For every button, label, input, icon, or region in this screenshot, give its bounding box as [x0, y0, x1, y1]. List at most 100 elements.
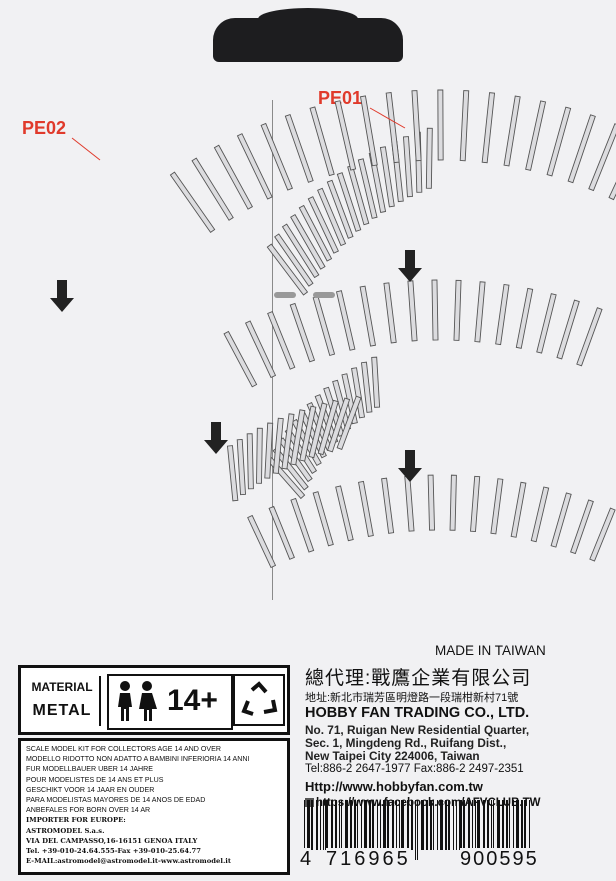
- barcode-bar: [430, 800, 432, 850]
- barcode-bar: [475, 800, 476, 850]
- clip-marks: [274, 292, 335, 298]
- track-link: [379, 146, 395, 208]
- barcode-bar: [529, 800, 530, 860]
- barcode-bars: [304, 800, 530, 860]
- track-link: [236, 438, 246, 496]
- track-link: [312, 295, 336, 357]
- barcode-digits: 900595: [460, 848, 539, 871]
- track-link: [490, 478, 504, 535]
- track-link: [268, 505, 295, 560]
- track-link: [244, 320, 277, 379]
- track-link: [437, 89, 444, 161]
- hanger-tab: [213, 8, 403, 62]
- track-link: [266, 243, 309, 296]
- track-link: [359, 285, 376, 347]
- barcode-bar: [521, 800, 523, 850]
- address-line: Sec. 1, Mingdeng Rd., Ruifang Dist.,: [305, 736, 507, 750]
- website-link[interactable]: Http://www.hobbyfan.com.tw: [305, 779, 483, 794]
- barcode-bar: [426, 800, 428, 850]
- warning-line: POUR MODELISTES DE 14 ANS ET PLUS: [26, 775, 164, 784]
- arrow-icons: [50, 250, 422, 482]
- barcode-bar: [411, 800, 413, 850]
- track-link: [317, 187, 347, 247]
- age-label: 14+: [167, 684, 218, 717]
- track-link: [226, 445, 239, 502]
- barcode-bar: [372, 800, 374, 850]
- barcode-bar: [472, 800, 473, 850]
- track-link: [481, 92, 496, 164]
- track-link: [327, 397, 351, 453]
- barcode-bar: [459, 800, 462, 850]
- importer-address: VIA DEL CAMPASSO,16-16151 GENOA ITALY: [26, 836, 198, 845]
- barcode-bar: [354, 800, 356, 850]
- children-icon: [118, 681, 157, 721]
- track-link: [309, 106, 335, 177]
- barcode-bar: [509, 800, 510, 850]
- down-arrow-icon: [398, 250, 422, 282]
- barcode-bar: [448, 800, 450, 850]
- track-link: [576, 307, 603, 367]
- barcode-bar: [407, 800, 409, 850]
- barcode-bar: [477, 800, 480, 850]
- track-link: [223, 330, 258, 388]
- track-link: [503, 95, 521, 167]
- track-link: [431, 279, 439, 341]
- track-link: [256, 427, 263, 484]
- track-link: [169, 171, 216, 233]
- track-link: [359, 95, 378, 167]
- barcode-bar: [463, 800, 465, 850]
- barcode-bar: [506, 800, 508, 850]
- importer-name: ASTROMODEL S.a.s.: [26, 826, 105, 835]
- down-arrow-icon: [398, 450, 422, 482]
- track-link: [536, 293, 557, 354]
- barcode-bar: [456, 800, 457, 850]
- track-link: [336, 395, 362, 451]
- track-link: [402, 136, 413, 198]
- address-line: No. 71, Ruigan New Residential Quarter,: [305, 723, 530, 737]
- track-link: [290, 214, 326, 270]
- company-name: HOBBY FAN TRADING CO., LTD.: [305, 705, 530, 721]
- pe01-label: PE01: [318, 88, 363, 108]
- barcode-bar: [335, 800, 337, 850]
- barcode-bar: [361, 800, 362, 850]
- down-arrow-icon: [50, 280, 74, 312]
- track-link: [608, 181, 616, 201]
- material-value: METAL: [32, 702, 92, 719]
- barcode-bar: [483, 800, 485, 850]
- track-link: [272, 417, 284, 474]
- track-link: [453, 279, 462, 341]
- track-link: [274, 233, 314, 287]
- track-link: [290, 409, 306, 466]
- track-link: [411, 90, 422, 162]
- barcode-bar: [331, 800, 333, 850]
- barcode-bar: [307, 800, 310, 860]
- track-link: [307, 196, 339, 254]
- track-link: [281, 223, 320, 279]
- warning-line: PARA MODELISTAS MAYORES DE 14 ANOS DE ED…: [26, 796, 206, 805]
- track-link: [381, 477, 395, 534]
- track-link: [515, 287, 534, 349]
- barcode-bar: [377, 800, 378, 850]
- track-link: [530, 486, 550, 543]
- barcode-bar: [396, 800, 397, 850]
- track-link: [264, 422, 274, 479]
- track-link: [326, 179, 354, 239]
- track-link: [495, 283, 510, 346]
- material-box: MATERIAL METAL 14+: [18, 665, 290, 735]
- importer-heading: IMPORTER FOR EUROPE:: [26, 816, 126, 825]
- barcode-digits: 716965: [326, 848, 411, 871]
- track-link: [474, 281, 486, 343]
- material-label: MATERIAL: [31, 680, 93, 694]
- barcode-bar: [383, 800, 386, 850]
- track-link: [525, 100, 547, 171]
- track-link: [267, 311, 296, 370]
- track-link: [407, 280, 418, 342]
- barcode-bar: [323, 800, 324, 850]
- track-link: [312, 491, 334, 547]
- track-link: [385, 92, 400, 164]
- track-link: [550, 492, 572, 548]
- barcode-bar: [502, 800, 504, 850]
- barcode-bar: [524, 800, 526, 860]
- track-link: [470, 475, 481, 533]
- track-link: [371, 356, 381, 408]
